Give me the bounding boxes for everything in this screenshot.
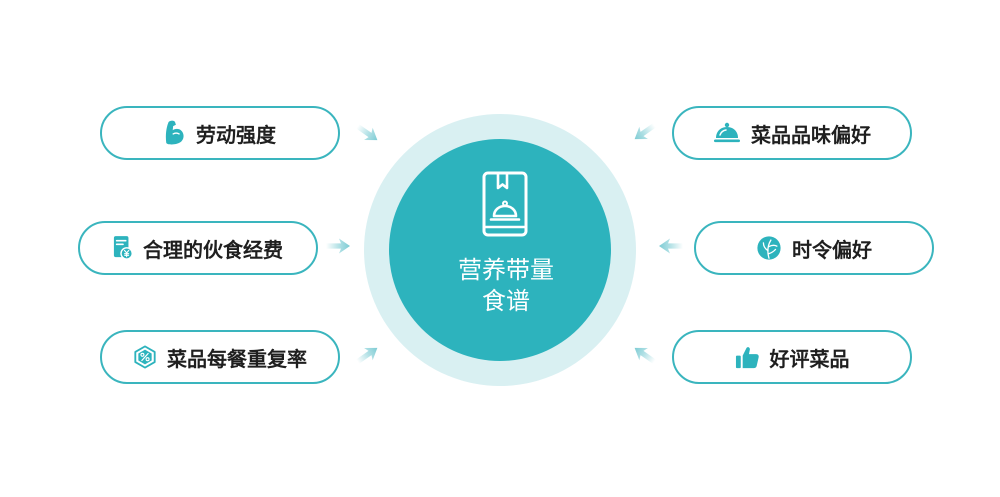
factor-food-budget: 合理的伙食经费 xyxy=(78,221,318,275)
factor-labor-intensity: 劳动强度 xyxy=(100,106,340,160)
factor-well-rated-dishes: 好评菜品 xyxy=(672,330,912,384)
factor-seasonal-preference: 时令偏好 xyxy=(694,221,934,275)
factor-label: 好评菜品 xyxy=(769,346,850,371)
factor-label: 合理的伙食经费 xyxy=(143,237,283,262)
center-title: 营养带量 食谱 xyxy=(406,255,606,317)
recipe-book-icon xyxy=(482,171,528,237)
arrow-left-middle xyxy=(326,238,350,254)
cabbage-icon xyxy=(756,235,782,261)
cloche-icon xyxy=(713,122,741,144)
arrow-right-middle xyxy=(659,238,683,254)
thumbs-up-icon xyxy=(735,345,760,370)
factor-label: 菜品每餐重复率 xyxy=(167,346,307,371)
percent-hexagon-icon xyxy=(133,345,157,369)
factor-label: 劳动强度 xyxy=(196,122,276,147)
arrow-left-bottom xyxy=(356,347,378,364)
arrow-right-top xyxy=(634,123,656,140)
arrow-left-top xyxy=(356,124,378,141)
center-circle xyxy=(389,139,611,361)
factor-label: 时令偏好 xyxy=(792,237,872,262)
factor-repeat-rate: 菜品每餐重复率 xyxy=(100,330,340,384)
factor-taste-preference: 菜品品味偏好 xyxy=(672,106,912,160)
factor-label: 菜品品味偏好 xyxy=(751,122,871,147)
center-title-line-1: 营养带量 xyxy=(458,256,554,284)
flexed-arm-icon xyxy=(164,120,186,146)
center-title-line-2: 食谱 xyxy=(482,287,530,315)
receipt-yuan-icon xyxy=(113,235,133,261)
arrow-right-bottom xyxy=(634,347,656,364)
